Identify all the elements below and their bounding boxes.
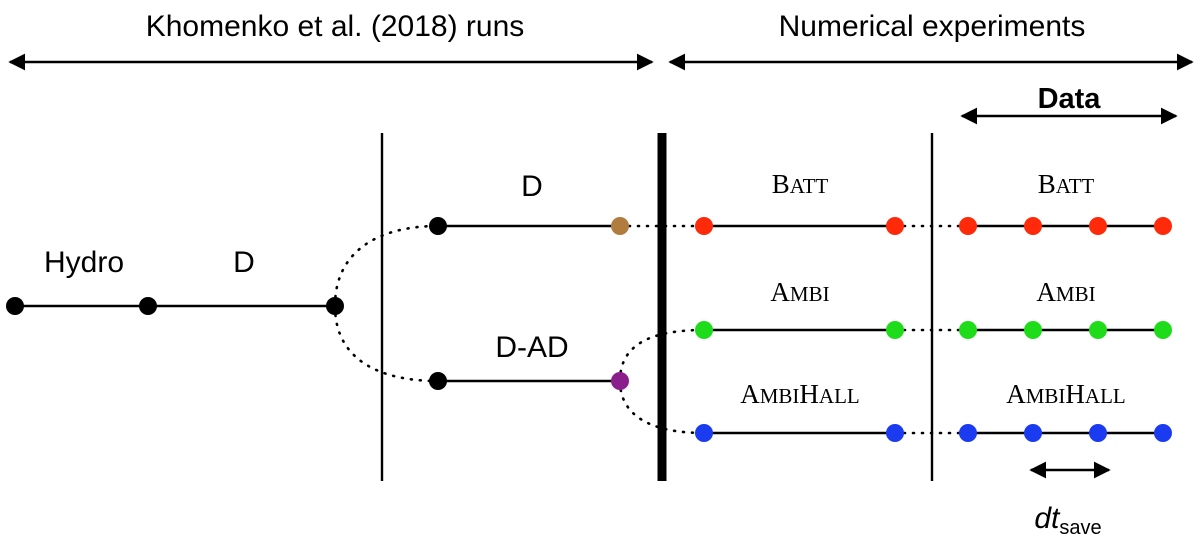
node-batt-start xyxy=(695,217,713,235)
dt-sub: save xyxy=(1059,517,1101,539)
label-d-upper: D xyxy=(521,170,543,203)
label-d-ad: D-AD xyxy=(495,331,568,364)
node-ambihall-end xyxy=(886,424,904,442)
node-ambihall-data-2 xyxy=(1024,424,1042,442)
header-numerical-experiments: Numerical experiments xyxy=(779,10,1086,43)
node-ambihall-data-3 xyxy=(1089,424,1107,442)
node-batt-data-2 xyxy=(1024,217,1042,235)
node-ambihall-data-4 xyxy=(1154,424,1172,442)
label-batt-data: BATT xyxy=(1038,169,1095,199)
header-khomenko-runs: Khomenko et al. (2018) runs xyxy=(146,10,525,43)
node-ambi-data-2 xyxy=(1024,321,1042,339)
connector-dad-to-ambihall xyxy=(618,379,706,435)
branch-connector-lower xyxy=(333,304,440,383)
node-ambi-data-4 xyxy=(1154,321,1172,339)
node-d-end xyxy=(326,297,344,315)
header-data: Data xyxy=(1038,83,1102,115)
node-batt-end xyxy=(886,217,904,235)
node-ambi-end xyxy=(886,321,904,339)
label-d-main: D xyxy=(233,246,255,279)
node-batt-data-4 xyxy=(1154,217,1172,235)
node-hydro-end xyxy=(139,297,157,315)
node-ambihall-start xyxy=(695,424,713,442)
label-ambihall-experiment: AMBIHALL xyxy=(740,379,860,409)
label-ambi-data: AMBI xyxy=(1036,277,1095,307)
label-hydro: Hydro xyxy=(44,246,124,279)
node-d-upper-end xyxy=(611,217,629,235)
node-d-upper-start xyxy=(429,217,447,235)
node-ambihall-data-1 xyxy=(959,424,977,442)
node-hydro-start xyxy=(6,297,24,315)
label-dt-save: dtsave xyxy=(1034,502,1101,539)
node-ambi-start xyxy=(695,321,713,339)
node-ambi-data-1 xyxy=(959,321,977,339)
dt-main: dt xyxy=(1034,502,1061,535)
node-d-ad-start xyxy=(429,372,447,390)
node-ambi-data-3 xyxy=(1089,321,1107,339)
label-batt-experiment: BATT xyxy=(772,169,829,199)
node-d-ad-end xyxy=(611,372,629,390)
label-ambihall-data: AMBIHALL xyxy=(1006,379,1126,409)
node-batt-data-1 xyxy=(959,217,977,235)
nodes xyxy=(6,217,1172,442)
branch-connector-upper xyxy=(333,224,440,308)
label-ambi-experiment: AMBI xyxy=(770,277,829,307)
connector-dad-to-ambi xyxy=(618,328,706,383)
node-batt-data-3 xyxy=(1089,217,1107,235)
